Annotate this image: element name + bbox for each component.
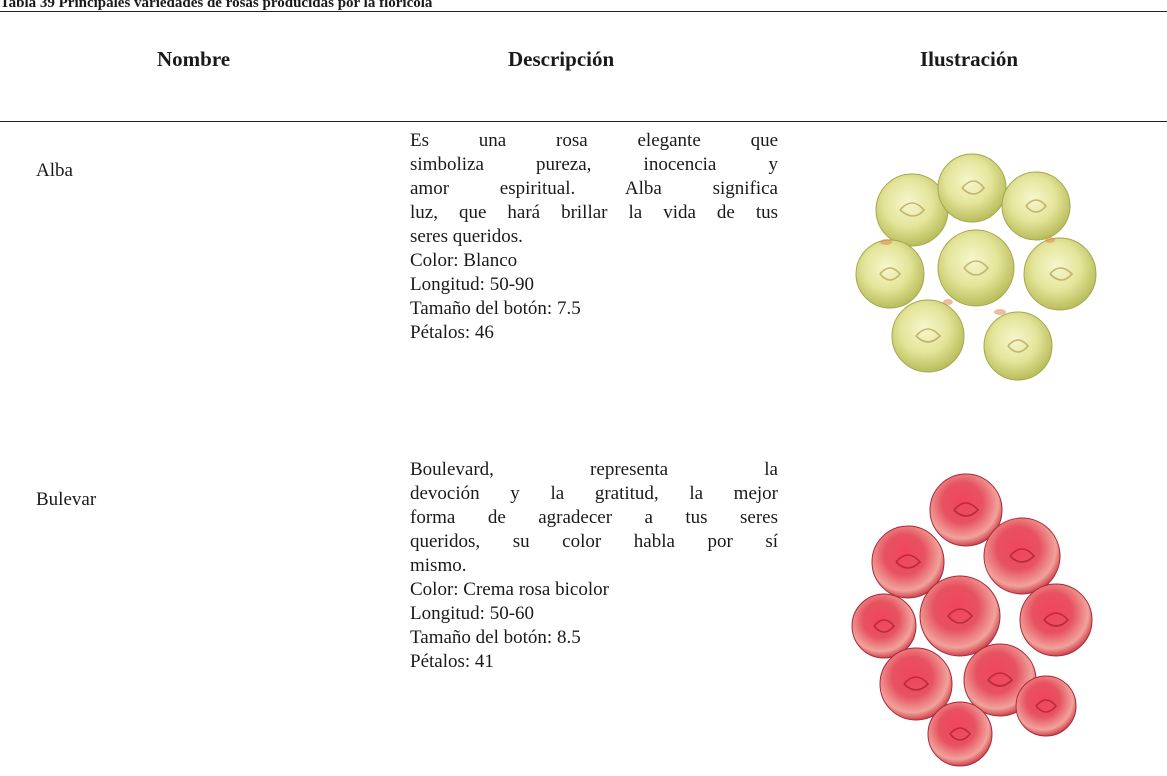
table-top-rule [0, 11, 1167, 12]
description-line: Es una rosa elegante que [410, 130, 778, 151]
row-bulevar-name: Bulevar [36, 489, 97, 510]
table-caption: Tabla 39 Principales variedades de rosas… [0, 0, 433, 11]
description-line: queridos, su color habla por sí [410, 531, 778, 552]
spec-color: Color: Crema rosa bicolor [410, 579, 609, 600]
yellow-white-rose-bouquet-image [855, 153, 1097, 381]
spec-length: Longitud: 50-60 [410, 603, 535, 624]
column-header-description: Descripción [508, 47, 615, 71]
column-header-illustration: Ilustración [920, 47, 1019, 71]
row-alba-name: Alba [36, 160, 73, 181]
description-line: mismo. [410, 555, 467, 576]
description-line: luz, que hará brillar la vida de tus [410, 202, 778, 223]
row-bulevar-description: Boulevard, representa la devoción y la g… [410, 458, 778, 674]
description-line: seres queridos. [410, 226, 523, 247]
description-line: simboliza pureza, inocencia y [410, 154, 778, 175]
row-alba-description: Es una rosa elegante que simboliza purez… [410, 129, 778, 345]
spec-petals: Pétalos: 41 [410, 651, 494, 672]
spec-color: Color: Blanco [410, 250, 518, 271]
description-line: devoción y la gratitud, la mejor [410, 483, 778, 504]
spec-bud-size: Tamaño del botón: 7.5 [410, 298, 581, 319]
pink-cream-rose-bouquet-image [851, 473, 1093, 767]
header-bottom-rule [0, 121, 1167, 122]
description-line: Boulevard, representa la [410, 459, 778, 480]
column-header-name: Nombre [157, 47, 231, 71]
spec-petals: Pétalos: 46 [410, 322, 494, 343]
spec-bud-size: Tamaño del botón: 8.5 [410, 627, 581, 648]
description-line: forma de agradecer a tus seres [410, 507, 778, 528]
description-line: amor espiritual. Alba significa [410, 178, 778, 199]
spec-length: Longitud: 50-90 [410, 274, 535, 295]
